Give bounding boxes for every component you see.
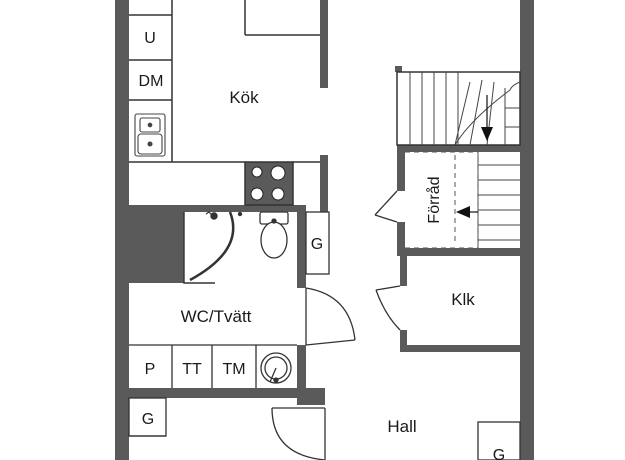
fixture-label-g-hall-right: G	[493, 447, 505, 460]
walls	[115, 0, 534, 460]
room-label-storage: Förråd	[425, 176, 443, 223]
room-label-closet: Klk	[451, 290, 475, 309]
fixture-label-u: U	[144, 30, 156, 47]
stove-icon	[250, 165, 286, 201]
g-boxes	[128, 211, 521, 460]
room-label-hall: Hall	[387, 417, 416, 436]
washbasin-icon	[260, 352, 292, 384]
arrow-down-icon	[456, 95, 493, 218]
fixture-label-p: P	[145, 361, 156, 378]
closet-door	[375, 285, 401, 331]
wc-door	[305, 287, 356, 346]
storage-dashed	[405, 151, 479, 249]
fixture-label-dm: DM	[139, 73, 164, 90]
room-label-wc-laundry: WC/Tvätt	[181, 307, 252, 326]
sink-icon	[134, 113, 166, 157]
wc-fixture-row	[129, 344, 297, 388]
fixture-label-tm: TM	[222, 361, 245, 378]
hall-door	[271, 407, 326, 460]
shower-icon	[183, 211, 243, 284]
fixture-label-g-hall-left: G	[142, 411, 154, 428]
toilet-icon	[259, 211, 289, 259]
room-label-kitchen: Kök	[229, 88, 259, 107]
fixture-label-g-wc: G	[311, 236, 323, 253]
storage-door	[374, 190, 398, 223]
fixture-label-tt: TT	[182, 361, 202, 378]
stairs-icon	[409, 72, 521, 248]
